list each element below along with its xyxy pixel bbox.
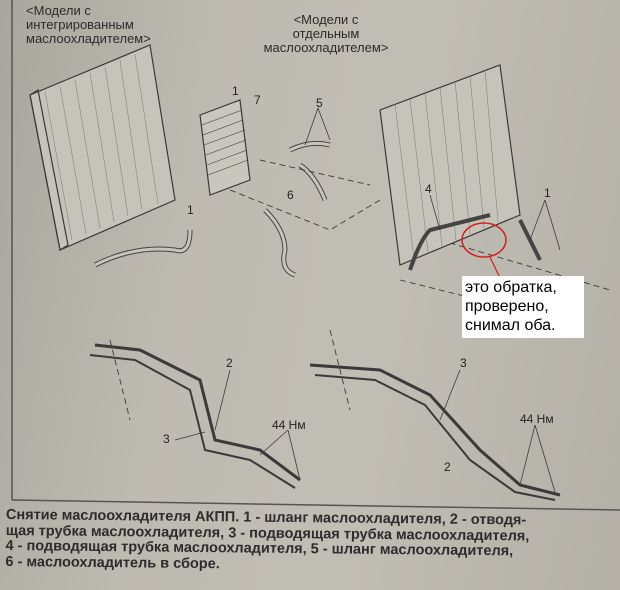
header-separate: <Модели с отдельным маслоохладителем> — [252, 13, 400, 55]
callout-7: 7 — [254, 93, 261, 107]
left-pipe-3 — [89, 354, 296, 489]
annotation-pointer — [489, 256, 501, 279]
callout-3-left: 3 — [163, 432, 170, 446]
frame-bottom-border — [11, 499, 620, 511]
callout-1-right: 1 — [544, 186, 551, 200]
header-line: интегрированным — [26, 17, 134, 32]
left-pipe-2 — [94, 343, 301, 482]
callout-1-left: 1 — [187, 203, 194, 217]
header-integrated: <Модели с интегрированным маслоохладител… — [26, 4, 151, 46]
callout-3-right: 3 — [460, 356, 467, 370]
callout-4: 4 — [425, 182, 432, 196]
callout-6: 6 — [287, 188, 294, 202]
oil-cooler-assembly — [199, 99, 251, 196]
callout-1-top: 1 — [232, 84, 239, 98]
callout-2-right: 2 — [444, 460, 451, 474]
note-line: это обратка, — [465, 279, 557, 296]
right-pipe-3 — [314, 374, 556, 501]
header-line: маслоохладителем> — [263, 40, 389, 55]
note-line: снимал оба. — [465, 317, 556, 334]
right-radiator — [379, 64, 521, 266]
callout-5: 5 — [316, 96, 323, 110]
right-pipe-2 — [309, 363, 561, 497]
header-line: маслоохладителем> — [26, 31, 151, 46]
header-line: <Модели с — [26, 3, 91, 18]
torque-right: 44 Нм — [520, 412, 554, 426]
callout-2-left: 2 — [226, 356, 233, 370]
note-line: проверено, — [465, 298, 549, 315]
header-line: отдельным — [292, 26, 360, 41]
annotation-note: это обратка, проверено, снимал оба. — [462, 276, 584, 338]
annotation-circle — [461, 222, 507, 258]
figure-caption: Снятие маслоохладителя АКПП. 1 - шланг м… — [5, 507, 618, 576]
left-radiator — [29, 44, 176, 251]
header-line: <Модели с — [293, 12, 359, 27]
left-hoses-inner — [94, 141, 331, 277]
leader-lines — [174, 107, 561, 493]
torque-left: 44 Нм — [272, 418, 306, 432]
